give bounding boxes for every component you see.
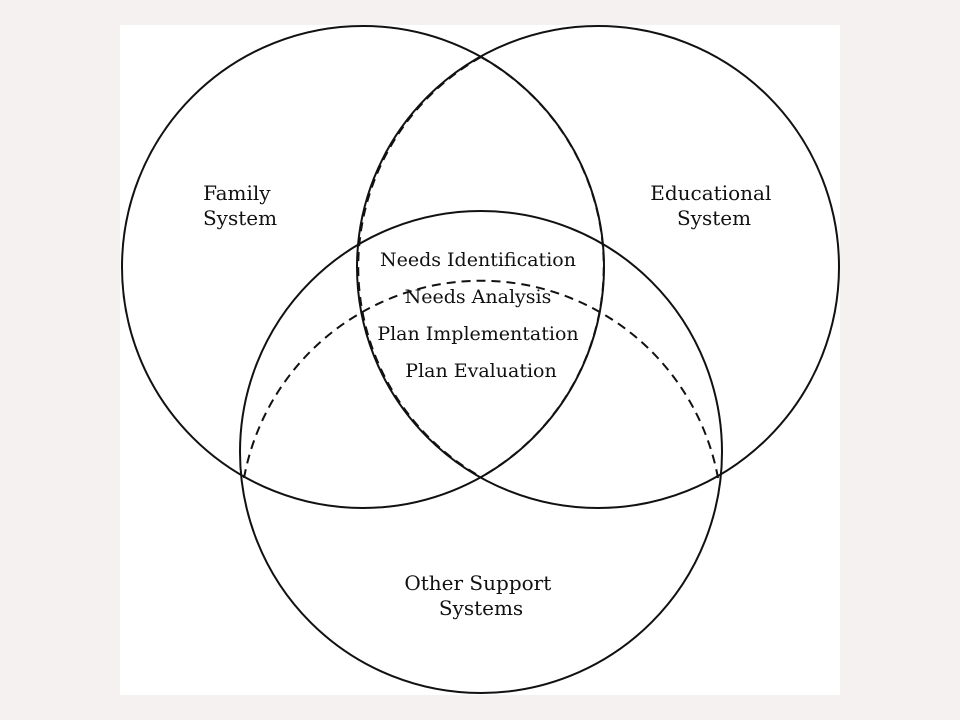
family-system-circle (121, 25, 605, 509)
other-support-line-2: Systems (439, 596, 523, 620)
educational-system-circle (356, 25, 840, 509)
center-steps: Needs Identification Needs Analysis Plan… (377, 249, 584, 382)
family-dashed-arc (480, 56, 605, 478)
other-support-line-1: Other Support (404, 571, 551, 595)
educational-system-line-1: Educational (650, 181, 771, 205)
other-support-systems-label: Other Support Systems (404, 571, 557, 620)
family-system-label: Family System (203, 181, 277, 230)
center-step-needs-identification: Needs Identification (380, 249, 576, 271)
other-support-dashed-arc (243, 279, 719, 479)
family-system-line-2: System (203, 206, 277, 230)
center-step-plan-implementation: Plan Implementation (377, 323, 578, 345)
family-system-line-1: Family (203, 181, 271, 205)
educational-system-label: Educational System (650, 181, 777, 230)
center-step-plan-evaluation: Plan Evaluation (405, 360, 556, 382)
educational-system-line-2: System (677, 206, 751, 230)
other-support-systems-circle (239, 210, 723, 694)
center-step-needs-analysis: Needs Analysis (405, 286, 552, 308)
educational-dashed-arc (357, 56, 482, 478)
diagram-panel (120, 25, 840, 695)
